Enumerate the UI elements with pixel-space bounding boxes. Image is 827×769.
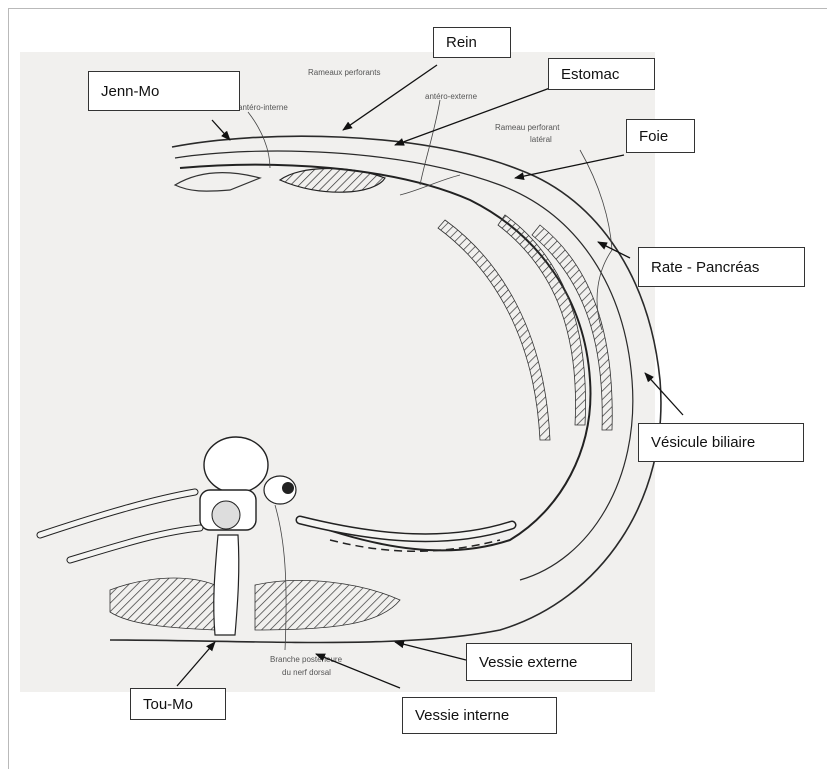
back-muscle-left (110, 578, 215, 630)
fig-text-branche-2: du nerf dorsal (282, 668, 331, 677)
callout-vesicule-biliaire: Vésicule biliaire (638, 423, 804, 462)
arrow-vesicule-biliaire (645, 373, 683, 415)
callout-foie: Foie (626, 119, 695, 153)
arrow-jenn-mo (212, 120, 230, 140)
back-muscle-right (255, 580, 400, 630)
arrow-vessie-externe (395, 642, 466, 660)
callout-jenn-mo: Jenn-Mo (88, 71, 240, 111)
branch-antero-interne (248, 112, 270, 168)
callout-tou-mo: Tou-Mo (130, 688, 226, 720)
branch-antero-externe (420, 100, 440, 185)
fig-text-rameau-perforant-2: latéral (530, 135, 552, 144)
arrow-tou-mo (177, 642, 215, 686)
arrow-foie (515, 155, 624, 178)
vertebral-body (204, 437, 268, 493)
spinal-cord (212, 501, 240, 529)
fig-text-antero-externe: antéro-externe (425, 92, 478, 101)
fig-text-branche-1: Branche postérieure (270, 655, 343, 664)
callout-rein: Rein (433, 27, 511, 58)
spinous-process (214, 535, 239, 635)
fig-text-rameaux-perforants: Rameaux perforants (308, 68, 380, 77)
ganglion-dark (282, 482, 294, 494)
fig-text-antero-interne: antéro-interne (238, 103, 288, 112)
callout-vessie-externe: Vessie externe (466, 643, 632, 681)
front-wedge (175, 173, 260, 191)
callout-rate-pancreas: Rate - Pancréas (638, 247, 805, 287)
fig-text-rameau-perforant-1: Rameau perforant (495, 123, 560, 132)
callout-vessie-interne: Vessie interne (402, 697, 557, 734)
callout-estomac: Estomac (548, 58, 655, 90)
